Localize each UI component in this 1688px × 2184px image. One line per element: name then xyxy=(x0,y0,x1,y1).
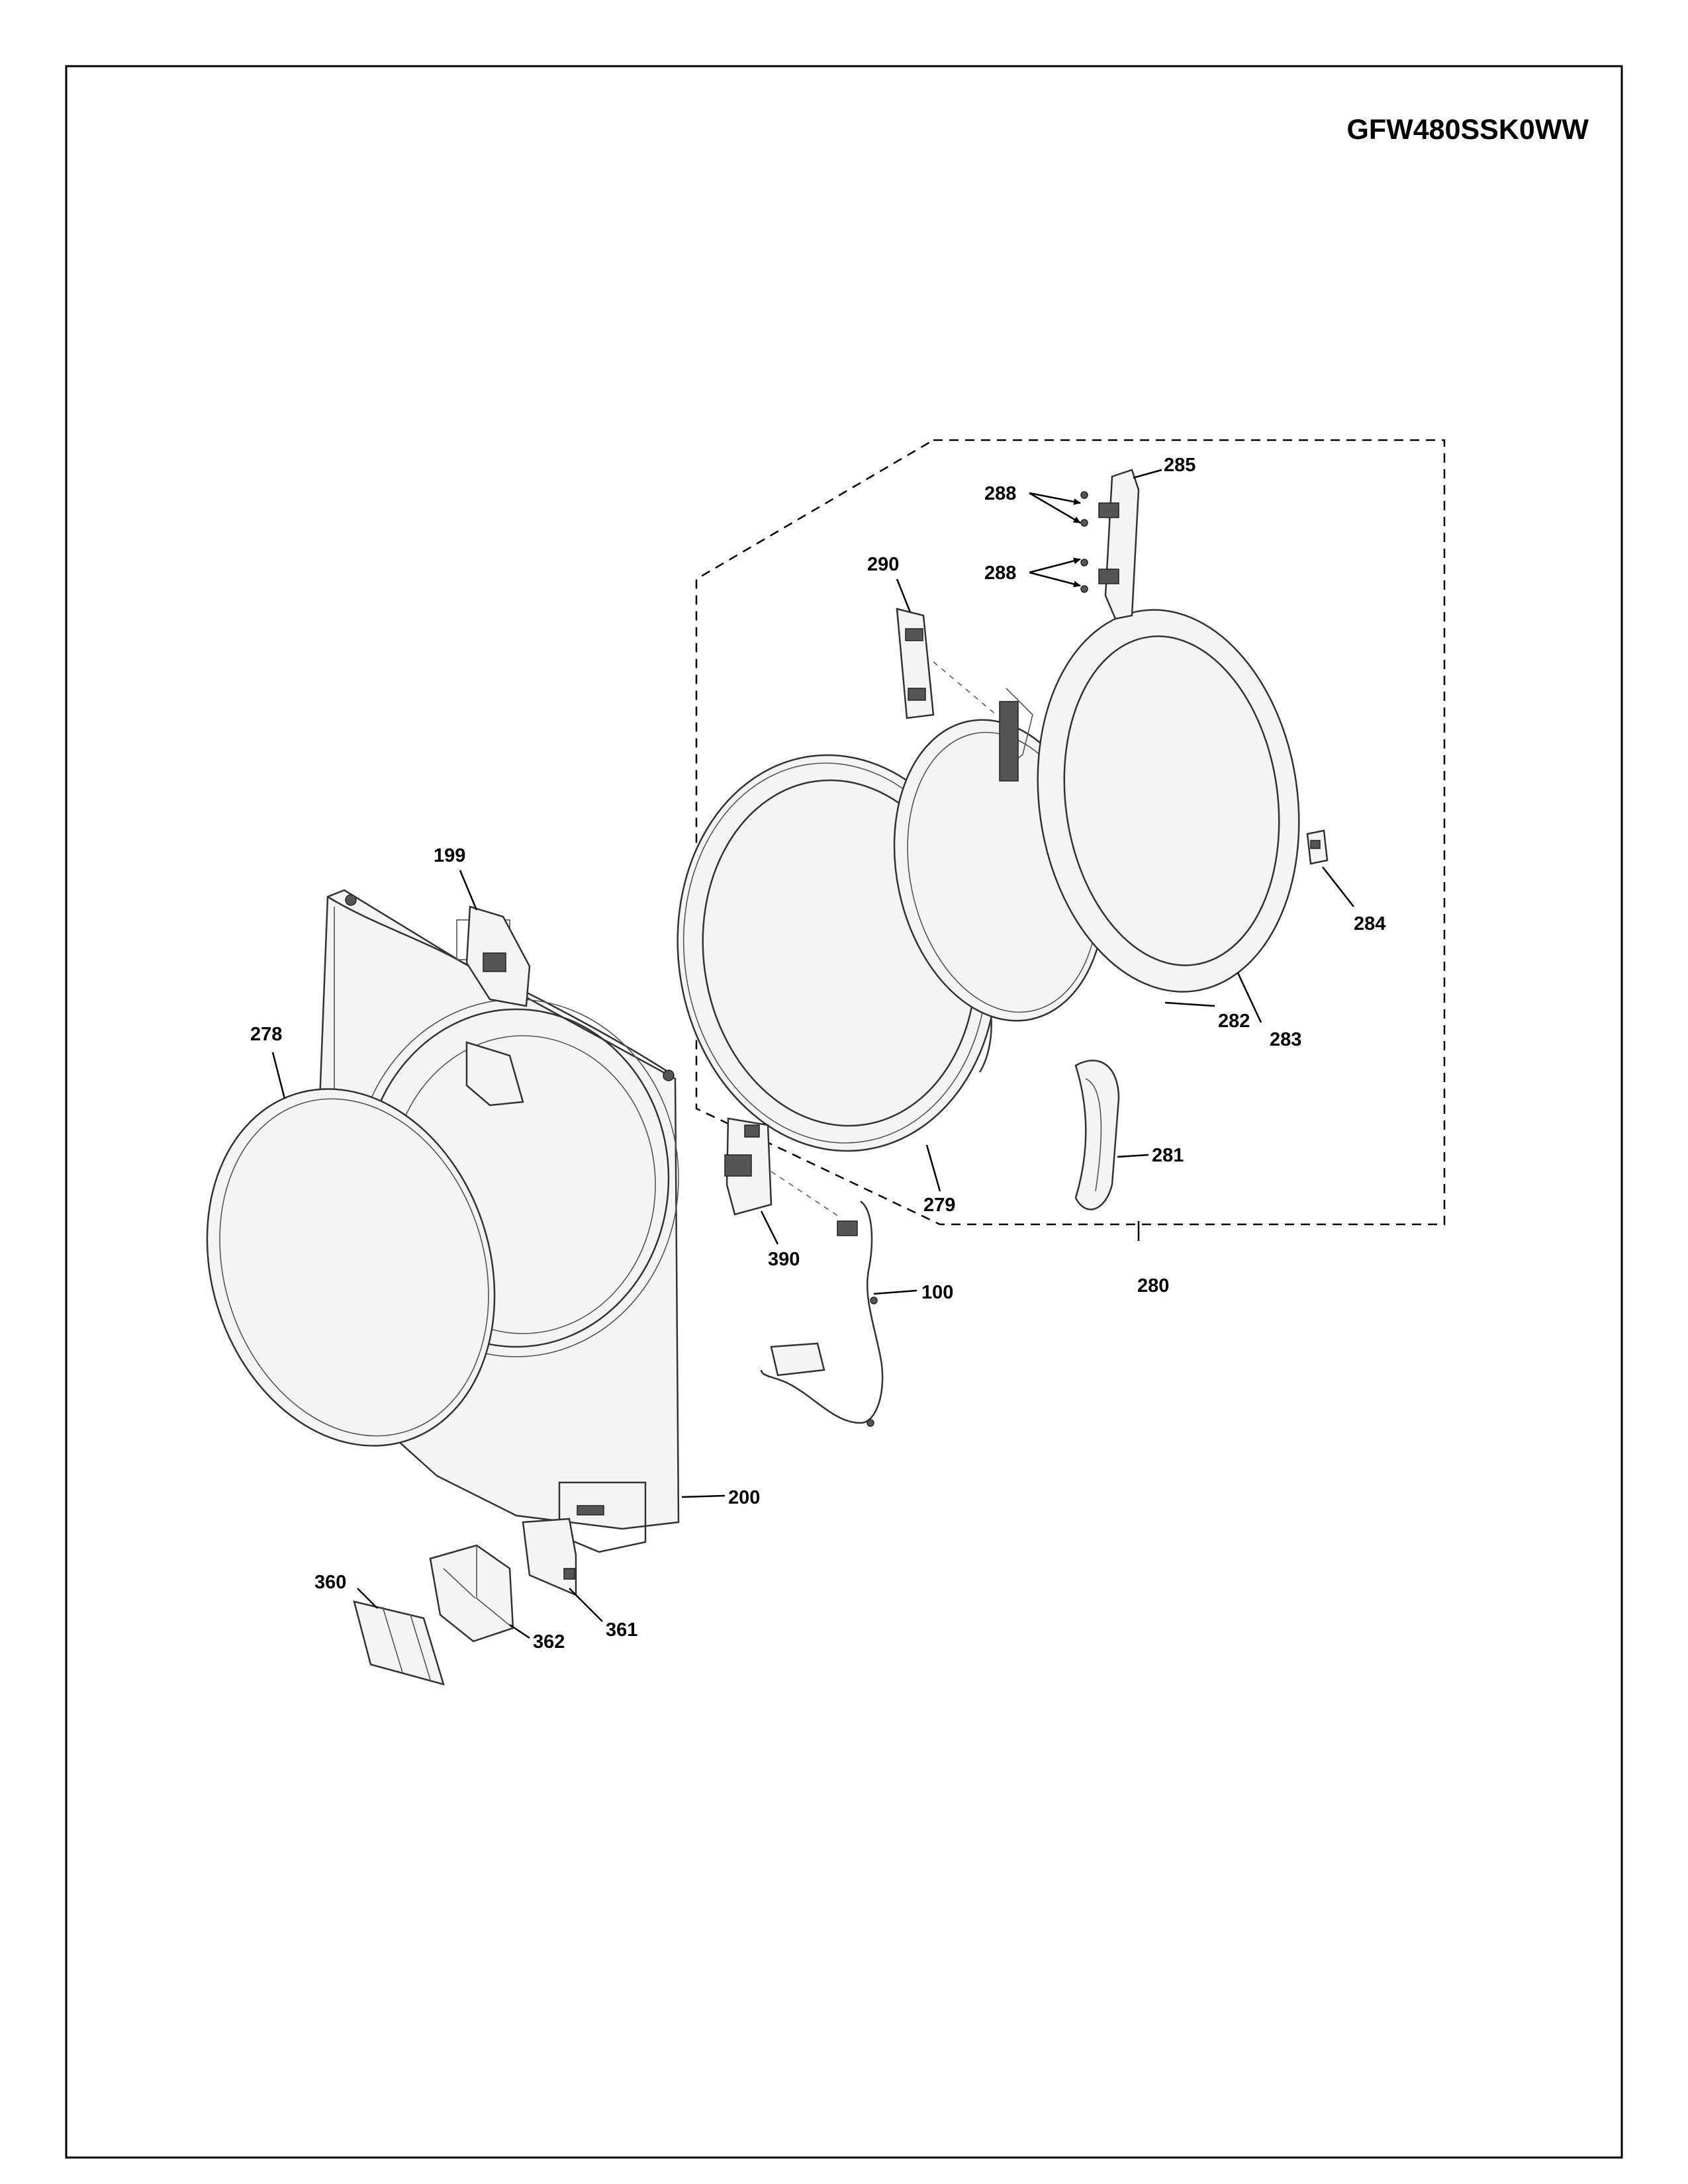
callout-281: 281 xyxy=(1152,1145,1184,1166)
door-assembly-outline xyxy=(695,439,1446,1226)
callout-labels: 199 278 200 361 362 360 390 100 279 281 … xyxy=(250,455,1385,1653)
door-strike-284-drawing xyxy=(1306,829,1329,865)
callout-290: 290 xyxy=(867,554,899,575)
flap-360-drawing xyxy=(353,1600,445,1686)
page-border xyxy=(65,65,1623,2159)
callout-199: 199 xyxy=(434,845,465,866)
door-lock-390-drawing xyxy=(724,1117,841,1218)
callout-279: 279 xyxy=(923,1195,955,1216)
callout-362: 362 xyxy=(533,1631,565,1653)
door-cover-278-drawing xyxy=(206,1088,496,1447)
callout-288-upper: 288 xyxy=(984,483,1016,504)
callout-282: 282 xyxy=(1218,1011,1250,1032)
callout-278: 278 xyxy=(250,1024,282,1045)
callout-390: 390 xyxy=(768,1249,800,1270)
bracket-199-drawing xyxy=(465,905,531,1107)
housing-362-drawing xyxy=(429,1544,514,1643)
callout-100: 100 xyxy=(921,1282,953,1303)
door-handle-281-drawing xyxy=(1074,1060,1120,1210)
model-number: GFW480SSK0WW xyxy=(1346,114,1589,146)
callout-288-lower: 288 xyxy=(984,563,1016,584)
callout-360: 360 xyxy=(314,1572,346,1593)
cover-361-drawing xyxy=(522,1518,577,1596)
callout-361: 361 xyxy=(606,1619,637,1641)
callout-280: 280 xyxy=(1137,1275,1169,1297)
hinge-285-drawing xyxy=(1080,469,1140,620)
callout-200: 200 xyxy=(728,1487,760,1508)
callout-284: 284 xyxy=(1354,913,1385,934)
inner-frame-283-drawing xyxy=(999,609,1300,993)
wire-harness-100-drawing xyxy=(760,1201,884,1427)
callout-285: 285 xyxy=(1164,455,1196,476)
leader-lines xyxy=(271,469,1354,1639)
callout-283: 283 xyxy=(1270,1029,1301,1050)
hinge-plate-290-drawing xyxy=(896,608,997,719)
